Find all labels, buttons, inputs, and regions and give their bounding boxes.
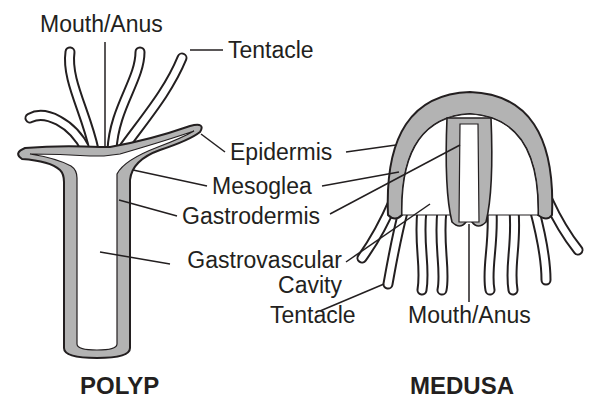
polyp-body [18,125,201,358]
figure-title: POLYP [80,373,159,399]
leader-line [330,145,460,214]
label-holder: Gastrodermis [182,204,320,229]
label-holder: Tentacle [270,303,356,328]
label-holder: Tentacle [228,38,314,63]
label-holder: POLYP [80,373,159,399]
part-label: Mesoglea [212,174,312,199]
label-holder: Epidermis [230,140,332,165]
part-label: Tentacle [228,38,314,63]
label-holder: Gastrovascular Cavity [174,248,342,299]
part-label: Tentacle [270,303,356,328]
leader-line [190,49,223,51]
part-label: Epidermis [230,140,332,165]
part-label: Gastrodermis [182,204,320,229]
leader-line [100,252,170,264]
leader-line [468,224,470,302]
label-holder: MEDUSA [410,373,514,399]
leader-line [104,42,106,146]
leader-line [119,200,177,216]
part-label: Gastrovascular Cavity [174,248,342,299]
part-label: Mouth/Anus [40,12,163,37]
label-holder: Mouth/Anus [40,12,163,37]
leader-lines [100,42,469,311]
polyp-cavity [30,131,194,350]
leader-line [346,204,430,262]
leader-line [201,134,225,152]
manubrium-channel [459,124,479,222]
manubrium [446,118,492,226]
label-holder: Mouth/Anus [408,303,531,328]
label-holder: Mesoglea [212,174,312,199]
leader-line [346,145,396,152]
figure-title: MEDUSA [410,373,514,399]
leader-line [133,170,207,186]
part-label: Mouth/Anus [408,303,531,328]
